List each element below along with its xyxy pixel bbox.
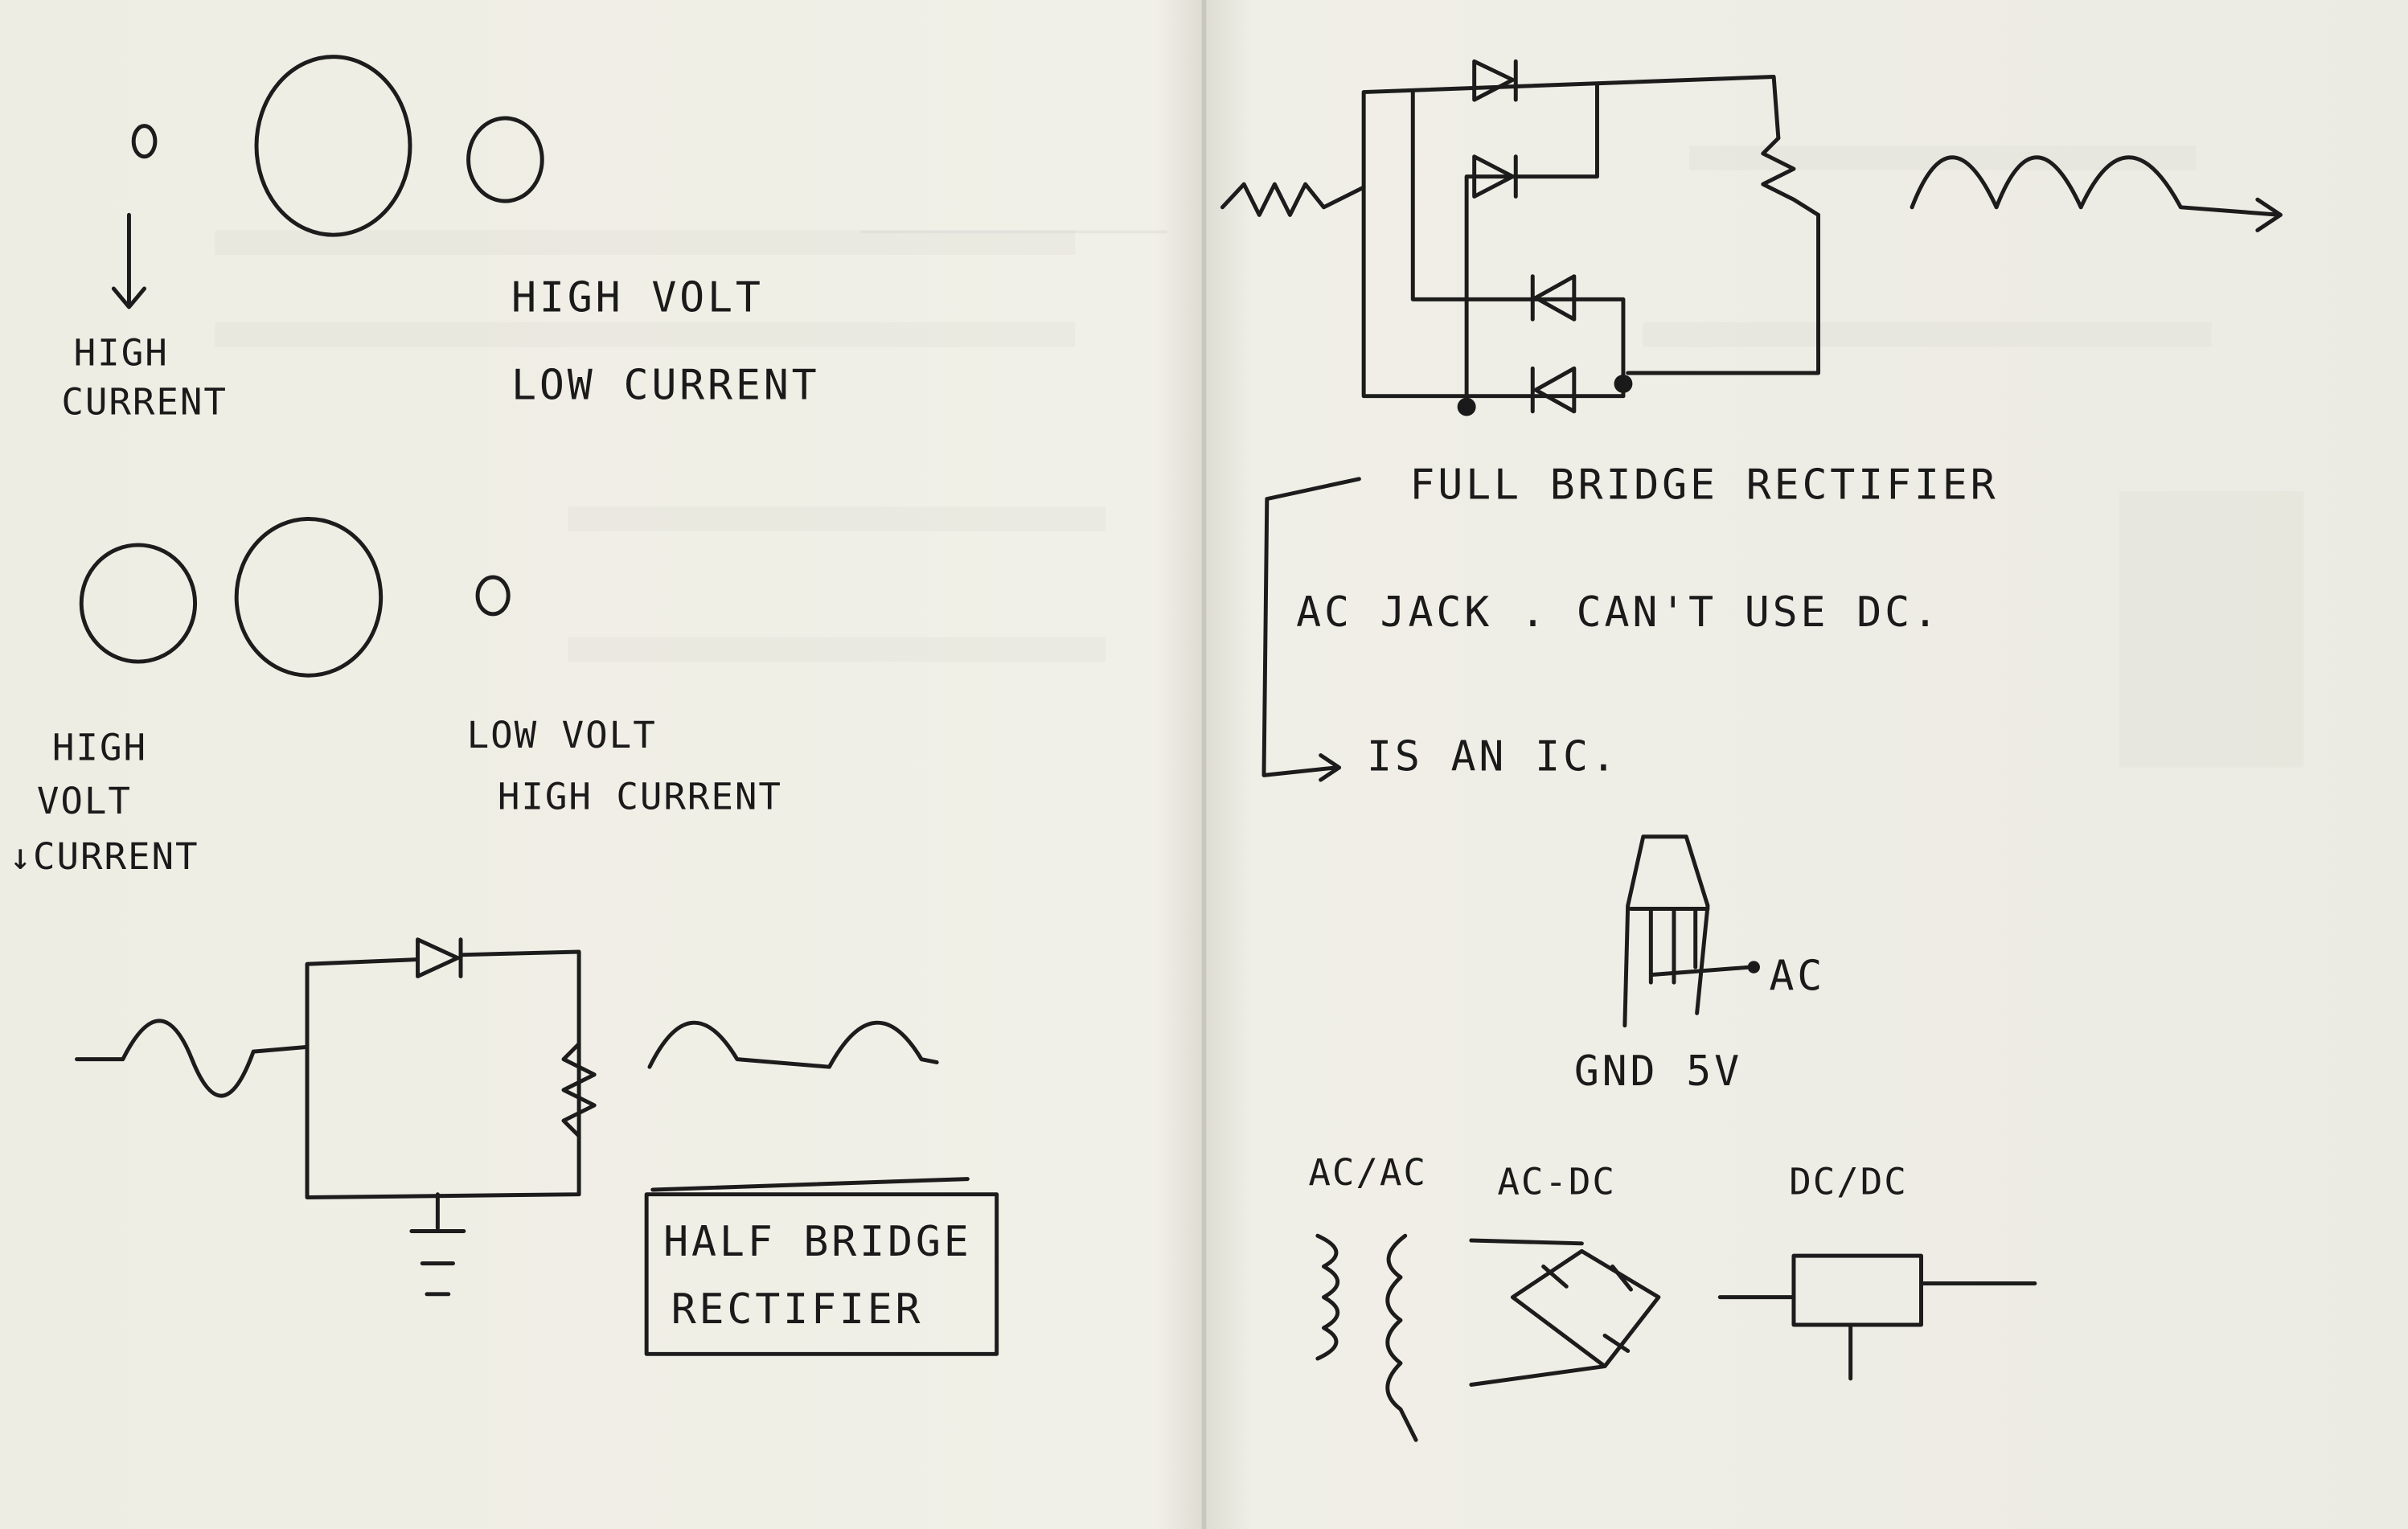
regulator-pins-label: GND 5V <box>1574 1047 1742 1096</box>
diode-icon <box>1530 366 1577 414</box>
diode-icon <box>1472 59 1518 102</box>
label-high: HIGH <box>74 330 169 374</box>
half-wave-rectifier-circuit <box>75 937 999 1356</box>
half-bridge-label-2: RECTIFIER <box>671 1285 924 1334</box>
voltage-regulator-sketch <box>1622 834 1760 1028</box>
transformer-icon <box>1315 1233 1418 1442</box>
full-bridge-rectifier-circuit <box>1220 59 2283 416</box>
diode-icon <box>1530 274 1577 322</box>
bleed-through <box>215 146 2304 768</box>
conv-ac-dc-label: AC-DC <box>1497 1160 1616 1203</box>
ground-icon <box>409 1192 466 1297</box>
resistor-icon <box>561 1042 597 1138</box>
label-down-current: ↓CURRENT <box>9 834 199 878</box>
label-low-volt: LOW VOLT <box>467 713 657 756</box>
conv-ac-ac-label: AC/AC <box>1308 1150 1427 1194</box>
circles-group-2 <box>79 516 511 678</box>
label-volt: VOLT <box>37 779 132 822</box>
ac-jack-note: AC JACK . CAN'T USE DC. <box>1296 588 1941 637</box>
half-bridge-label-1: HALF BRIDGE <box>663 1218 971 1266</box>
half-wave-output <box>647 1020 939 1069</box>
label-high-volt: HIGH VOLT <box>511 274 764 322</box>
dc-dc-converter-icon <box>1717 1253 2037 1381</box>
label-current: CURRENT <box>61 380 228 424</box>
bracket-arrow <box>1261 477 1361 782</box>
regulator-ac-label: AC <box>1769 953 1825 1001</box>
resistor-icon <box>1761 136 1821 217</box>
label-low-current: LOW CURRENT <box>511 362 819 410</box>
arrow-down-icon <box>111 212 147 309</box>
full-wave-output <box>1910 155 2283 232</box>
conv-dc-dc-label: DC/DC <box>1789 1160 1908 1203</box>
diode-icon <box>416 937 463 979</box>
label-high-2: HIGH <box>52 725 147 769</box>
label-high-current: HIGH CURRENT <box>498 774 782 818</box>
diode-icon <box>1472 154 1518 199</box>
full-bridge-title: FULL BRIDGE RECTIFIER <box>1409 461 1998 510</box>
circles-group-1 <box>111 55 544 309</box>
bridge-rectifier-icon <box>1469 1238 1661 1387</box>
is-an-ic-note: IS AN IC. <box>1367 733 1619 781</box>
